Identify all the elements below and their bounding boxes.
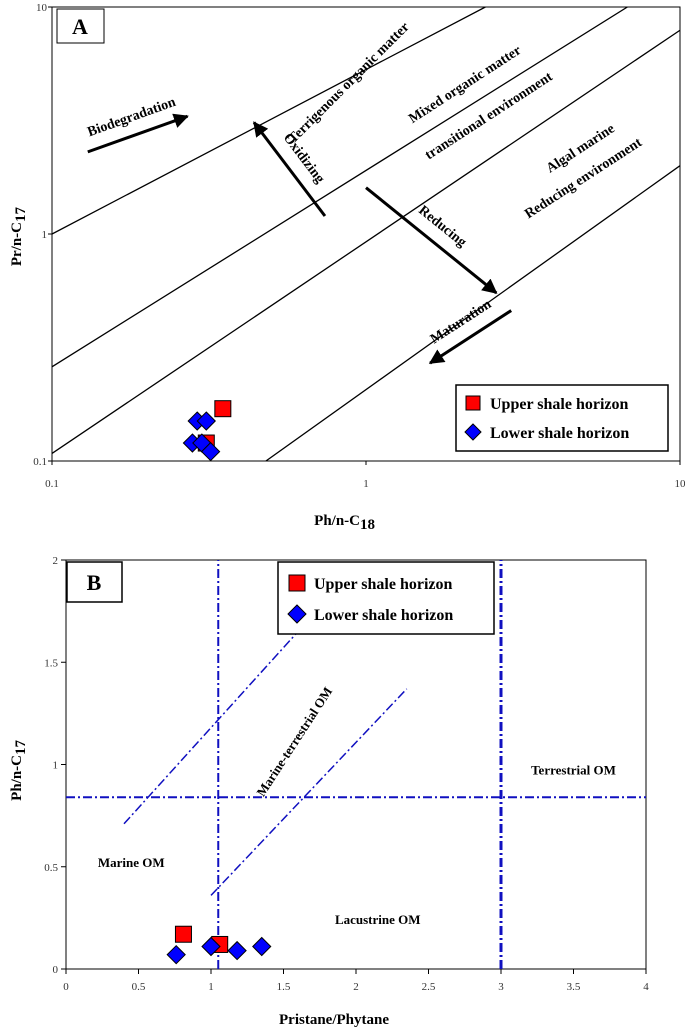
plot-a-y-label-sub: 17 <box>13 207 29 223</box>
legend-b-box <box>277 561 495 635</box>
legend-b-lower-label: Lower shale horizon <box>314 607 453 624</box>
y-tick-label-2: 2 <box>53 555 59 567</box>
point-b-lower-shale-horizon-1 <box>166 944 186 965</box>
arrow-maturation <box>428 309 513 365</box>
legend-a-upper-label: Upper shale horizon <box>490 396 628 413</box>
annotation-marine-om: Marine OM <box>98 855 165 870</box>
panel-b-label-box <box>66 561 123 603</box>
arrow-oxidizing <box>252 121 327 217</box>
boundary-line-1 <box>52 7 486 235</box>
plot-b-y-ticks: 0 0.5 1 1.5 2 <box>44 555 66 976</box>
point-b-lower-shale-horizon-2 <box>201 936 221 957</box>
reference-line-5 <box>210 688 408 896</box>
legend-a-lower-label: Lower shale horizon <box>490 425 629 442</box>
arrow-biodegradation <box>87 113 189 154</box>
y-tick-label-0: 0 <box>53 964 59 976</box>
legend-a: Upper shale horizon Lower shale horizon <box>455 384 669 452</box>
plot-a-x-ticks: 0.1 1 10 <box>45 461 685 490</box>
x-tick-label-3-5: 3.5 <box>567 981 581 993</box>
legend-b-lower-marker <box>287 604 307 624</box>
y-tick-label-10: 10 <box>36 2 48 14</box>
point-b-lower-shale-horizon-4 <box>252 936 272 957</box>
x-tick-label-1: 1 <box>208 981 214 993</box>
point-a-upper-shale-horizon-1 <box>214 400 232 418</box>
plot-b-x-ticks: 0 0.5 1 1.5 2 2.5 3 3.5 4 <box>63 969 649 993</box>
legend-a-upper-marker <box>465 395 481 411</box>
arrow-reducing <box>365 186 498 295</box>
x-tick-label-2: 2 <box>353 981 359 993</box>
plot-a-arrows <box>87 113 513 365</box>
legend-b: Upper shale horizon Lower shale horizon <box>277 561 495 635</box>
boundary-line-2 <box>52 7 628 368</box>
y-tick-label-0-1: 0.1 <box>33 456 47 468</box>
plot-a-y-ticks: 0.1 1 10 <box>33 2 52 468</box>
y-tick-label-1: 1 <box>53 760 59 772</box>
plot-b-y-label-group: Ph/n-C 17 <box>9 740 29 801</box>
panel-a-label-box <box>56 8 105 44</box>
x-tick-label-4: 4 <box>643 981 649 993</box>
plot-b-x-label: Pristane/Phytane <box>279 1012 389 1028</box>
plot-a-x-label-sub: 18 <box>360 517 375 533</box>
y-tick-label-1-5: 1.5 <box>44 657 58 669</box>
reference-line-4 <box>123 631 299 825</box>
legend-a-lower-marker <box>464 423 482 441</box>
legend-b-upper-label: Upper shale horizon <box>314 576 452 593</box>
boundary-line-3 <box>52 29 680 454</box>
y-tick-label-1: 1 <box>42 229 48 241</box>
x-tick-label-0-1: 0.1 <box>45 478 59 490</box>
plot-a-y-label-group: Pr/n-C 17 <box>9 207 29 267</box>
point-a-lower-shale-horizon-2 <box>196 411 216 431</box>
plot-b-y-label-sub: 17 <box>13 740 29 756</box>
annotation-lacustrine-om: Lacustrine OM <box>335 912 421 927</box>
x-tick-label-1: 1 <box>363 478 369 490</box>
x-tick-label-3: 3 <box>498 981 504 993</box>
annotation-terrestrial-om: Terrestrial OM <box>531 763 616 778</box>
panel-b-label: B <box>87 570 102 595</box>
point-b-upper-shale-horizon-1 <box>174 925 192 943</box>
plot-b-points <box>166 925 272 965</box>
legend-a-box <box>455 384 669 452</box>
y-tick-label-0-5: 0.5 <box>44 862 58 874</box>
plot-a-x-label: Ph/n-C <box>314 513 360 529</box>
plot-a-y-label: Pr/n-C <box>9 222 25 266</box>
plot-b-reference-lines <box>66 560 646 969</box>
legend-b-upper-marker <box>288 574 306 592</box>
plot-a-boundary-lines <box>52 7 680 461</box>
boundary-line-4 <box>265 165 680 461</box>
plot-a-points <box>182 400 232 462</box>
point-a-lower-shale-horizon-5 <box>200 441 221 462</box>
point-b-lower-shale-horizon-3 <box>227 940 247 961</box>
x-tick-label-2-5: 2.5 <box>422 981 436 993</box>
plot-b-y-label: Ph/n-C <box>9 755 25 801</box>
panel-a: BiodegradationOxidizingReducingMaturatio… <box>9 2 685 533</box>
x-tick-label-0: 0 <box>63 981 69 993</box>
x-tick-label-1-5: 1.5 <box>277 981 291 993</box>
panel-a-label: A <box>72 14 88 39</box>
x-tick-label-0-5: 0.5 <box>132 981 146 993</box>
x-tick-label-10: 10 <box>675 478 685 490</box>
